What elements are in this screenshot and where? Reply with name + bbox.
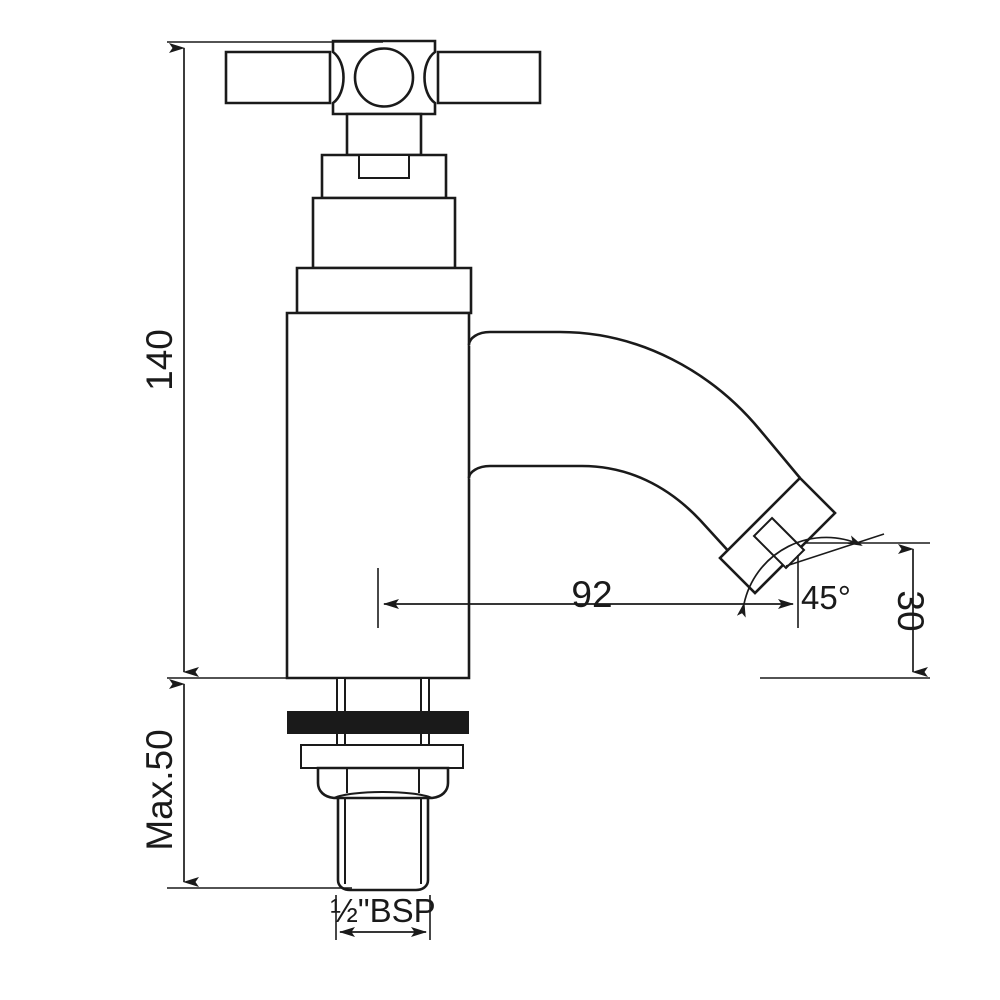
spout-reach-label: 92 [571,574,612,615]
outlet-height-label: 30 [890,590,931,631]
faucet-assembly [224,39,837,892]
thread-size-label: ½"BSP [330,892,435,929]
outlet-angle-label: 45° [801,579,851,616]
rubber-gasket [287,711,469,734]
bonnet-cap [320,153,448,200]
outlet-angle-dimension: 45° [736,533,885,618]
valve-body [285,311,471,680]
overall-height-dimension: 140 [139,43,199,677]
mounting-depth-dimension: Max.50 [139,679,199,887]
thread-size-dimension: ½"BSP [330,892,436,940]
cross-handle [224,39,542,116]
washer-plate [300,744,464,769]
hex-nut [316,766,450,800]
body-upper-step [311,196,457,270]
overall-height-label: 140 [139,329,180,391]
handle-stem [345,112,423,157]
threaded-tail [336,796,430,892]
handle-hub-circle [353,47,415,108]
spout [467,330,837,595]
outlet-height-dimension: 30 [890,544,931,677]
body-flange [295,266,473,315]
mounting-depth-label: Max.50 [139,729,180,850]
